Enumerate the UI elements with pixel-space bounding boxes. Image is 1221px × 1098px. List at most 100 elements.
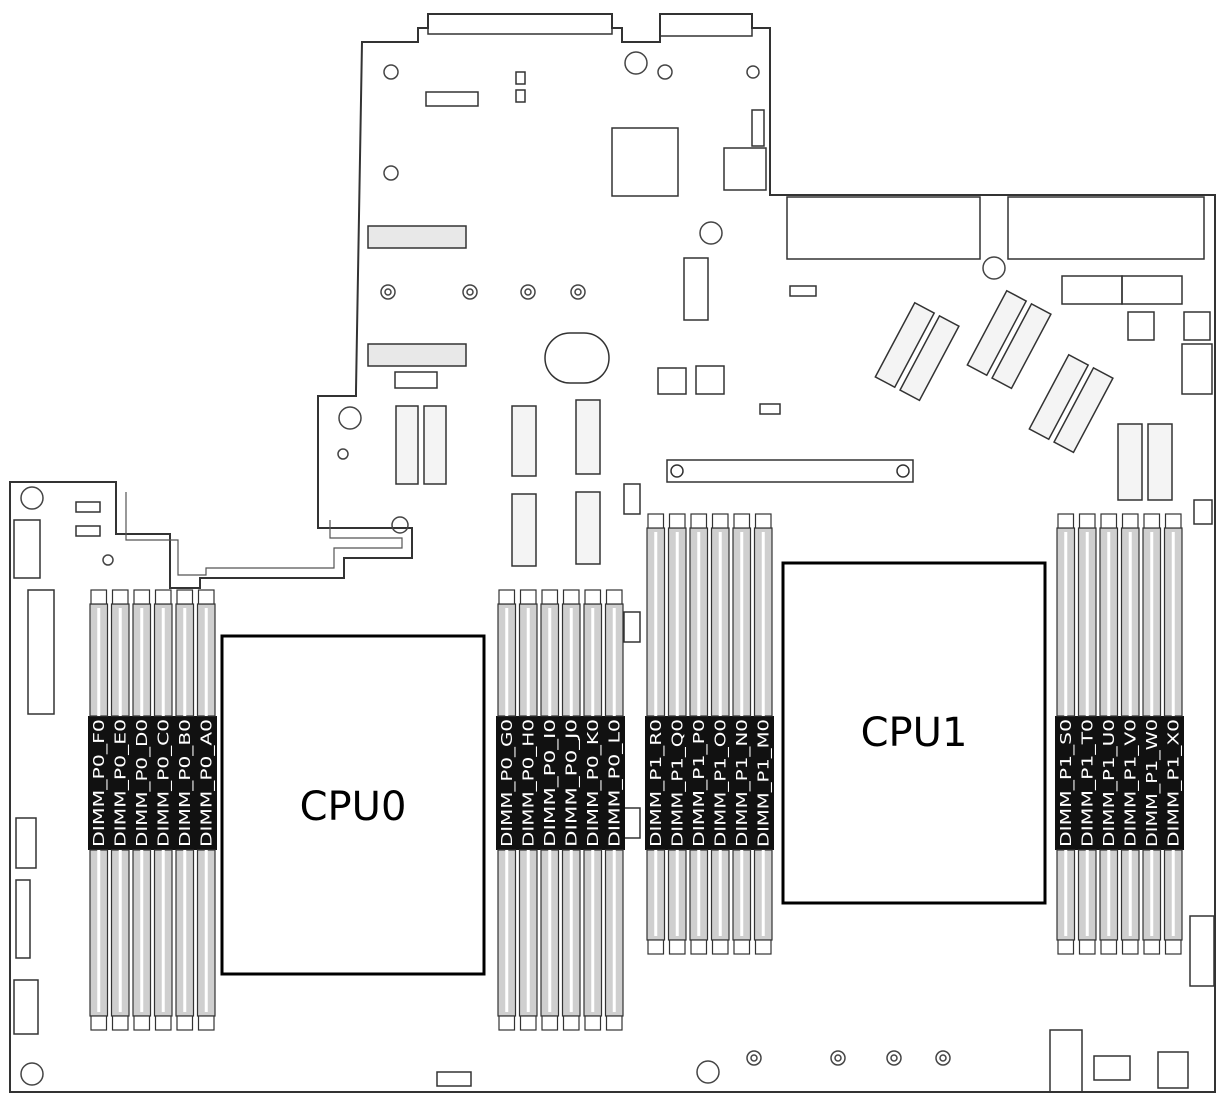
small-connector bbox=[657, 367, 687, 395]
dimm-slot bbox=[667, 513, 687, 955]
small-connector bbox=[695, 365, 725, 395]
mount-hole bbox=[383, 165, 399, 181]
power-connector bbox=[1127, 311, 1155, 341]
small-connector bbox=[623, 483, 641, 515]
front-header bbox=[13, 979, 39, 1035]
dimm-slot-label: DIMM_P1_P0 bbox=[690, 719, 709, 847]
dimm-slot bbox=[689, 513, 709, 955]
mount-hole bbox=[746, 65, 760, 79]
dimm-slot bbox=[110, 589, 130, 1031]
header-connector bbox=[425, 91, 479, 107]
dimm-slot bbox=[132, 589, 152, 1031]
dimm-slot-label: DIMM_P1_U0 bbox=[1100, 719, 1119, 847]
standoff bbox=[462, 284, 478, 300]
small-header bbox=[1193, 499, 1213, 525]
mount-hole bbox=[20, 1062, 44, 1086]
dimm-slot bbox=[1120, 513, 1140, 955]
power-connector bbox=[1061, 275, 1123, 305]
m2-connector bbox=[683, 257, 709, 321]
power-connector bbox=[1121, 275, 1183, 305]
dimm-slot bbox=[1099, 513, 1119, 955]
dimm-slot bbox=[540, 589, 560, 1031]
dimm-slot-label: DIMM_P0_J0 bbox=[562, 719, 581, 847]
mcio-connector-pair bbox=[1028, 353, 1114, 454]
mount-hole bbox=[338, 406, 362, 430]
small-connector bbox=[623, 807, 641, 839]
cpu0-socket bbox=[220, 634, 486, 976]
dimm-slot-label: DIMM_P1_W0 bbox=[1143, 719, 1162, 847]
mcio-connector-pair bbox=[966, 289, 1052, 390]
power-connector bbox=[1049, 1029, 1083, 1093]
vertical-usb bbox=[723, 147, 767, 191]
mcio-connector bbox=[511, 405, 537, 477]
dimm-slot-label: DIMM_P0_E0 bbox=[111, 719, 130, 847]
power-connector bbox=[1181, 343, 1213, 395]
riser-connector bbox=[367, 343, 467, 367]
small-header bbox=[436, 1071, 472, 1087]
dimm-slot bbox=[1077, 513, 1097, 955]
small-connector bbox=[623, 611, 641, 643]
mcio-connector bbox=[1117, 423, 1143, 501]
dimm-slot-label: DIMM_P0_K0 bbox=[584, 719, 603, 847]
dimm-slot bbox=[710, 513, 730, 955]
mount-hole bbox=[699, 221, 723, 245]
mount-hole bbox=[624, 51, 648, 75]
dimm-slot-label: DIMM_P0_A0 bbox=[197, 719, 216, 847]
cpu1-label: CPU1 bbox=[861, 710, 968, 756]
sata-connector bbox=[394, 371, 438, 389]
riser-connector bbox=[367, 225, 467, 249]
cpu1-socket bbox=[781, 561, 1047, 905]
mount-hole bbox=[696, 1060, 720, 1084]
dimm-slot bbox=[153, 589, 173, 1031]
ocp-slot bbox=[786, 196, 981, 260]
dimm-slot bbox=[1163, 513, 1183, 955]
dimm-label-band bbox=[496, 716, 625, 850]
jumper bbox=[515, 71, 526, 85]
mcio-connector bbox=[511, 493, 537, 567]
dimm-slot bbox=[561, 589, 581, 1031]
board-inner-trace bbox=[125, 492, 403, 576]
power-connector bbox=[1093, 1055, 1131, 1081]
rear-io-connector bbox=[659, 13, 753, 37]
mcio-connector bbox=[423, 405, 447, 485]
dimm-slot-label: DIMM_P1_M0 bbox=[754, 719, 773, 847]
standoff bbox=[520, 284, 536, 300]
mount-hole bbox=[337, 448, 349, 460]
dimm-label-band bbox=[88, 716, 217, 850]
dimm-slot bbox=[732, 513, 752, 955]
small-header bbox=[789, 285, 817, 297]
dimm-label-band bbox=[645, 716, 774, 850]
pcie-bracket-bar bbox=[666, 459, 914, 483]
bmc-chip bbox=[611, 127, 679, 197]
dimm-slot-label: DIMM_P0_L0 bbox=[605, 719, 624, 847]
dimm-slot bbox=[518, 589, 538, 1031]
dimm-slot bbox=[753, 513, 773, 955]
mount-hole bbox=[102, 554, 114, 566]
dimm-slot-label: DIMM_P1_Q0 bbox=[668, 719, 687, 847]
mount-hole bbox=[383, 64, 399, 80]
dimm-slot-label: DIMM_P0_F0 bbox=[90, 719, 109, 847]
dimm-slot bbox=[646, 513, 666, 955]
mount-hole bbox=[20, 486, 44, 510]
front-header bbox=[15, 817, 37, 869]
dimm-slot-label: DIMM_P0_I0 bbox=[541, 719, 560, 847]
mount-hole bbox=[391, 516, 409, 534]
power-connector bbox=[1183, 311, 1211, 341]
dimm-slot bbox=[175, 589, 195, 1031]
power-connector bbox=[1157, 1051, 1189, 1089]
fan-connector bbox=[751, 109, 765, 147]
dimm-label-band bbox=[1055, 716, 1184, 850]
ocp-slot bbox=[1007, 196, 1205, 260]
jumper bbox=[515, 89, 526, 103]
dimm-slot bbox=[497, 589, 517, 1031]
fan-header bbox=[75, 501, 101, 513]
fan-header bbox=[75, 525, 101, 537]
dimm-slot-label: DIMM_P1_X0 bbox=[1164, 719, 1183, 847]
dimm-slot-label: DIMM_P0_C0 bbox=[154, 719, 173, 847]
dimm-slot bbox=[196, 589, 216, 1031]
dimm-slot-label: DIMM_P1_V0 bbox=[1121, 719, 1140, 847]
battery-holder bbox=[544, 332, 610, 384]
rear-io-connector bbox=[427, 13, 613, 35]
dimm-slot bbox=[1056, 513, 1076, 955]
